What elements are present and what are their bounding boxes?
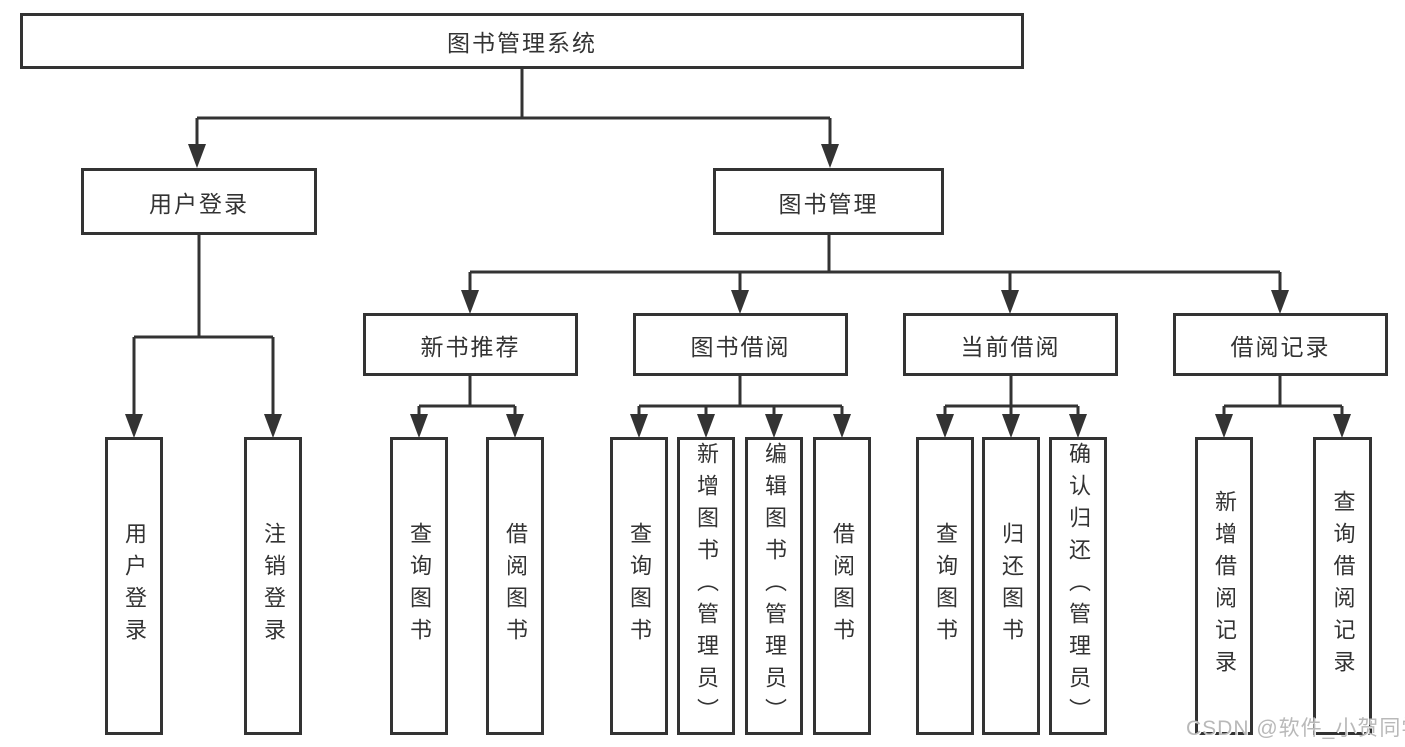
- node-leaf-bb-query-books: 查询图书: [610, 437, 668, 735]
- node-new-book-recommend: 新书推荐: [363, 313, 578, 376]
- node-leaf-br-query-record: 查询借阅记录: [1313, 437, 1372, 735]
- node-book-borrowing: 图书借阅: [633, 313, 848, 376]
- node-leaf-cb-query-books: 查询图书: [916, 437, 974, 735]
- node-borrowing-records: 借阅记录: [1173, 313, 1388, 376]
- node-book-management: 图书管理: [713, 168, 944, 235]
- node-library-management-system: 图书管理系统: [20, 13, 1024, 69]
- node-user-login: 用户登录: [81, 168, 317, 235]
- node-leaf-bb-add-books-admin: 新增图书（管理员）: [677, 437, 735, 735]
- node-leaf-cb-confirm-return-admin: 确认归还（管理员）: [1049, 437, 1107, 735]
- node-leaf-nbr-borrow-books: 借阅图书: [486, 437, 544, 735]
- node-leaf-bb-edit-books-admin: 编辑图书（管理员）: [745, 437, 803, 735]
- node-leaf-user-login: 用户登录: [105, 437, 163, 735]
- csdn-watermark: CSDN @软件_小贺同学: [1186, 717, 1405, 740]
- node-leaf-nbr-query-books: 查询图书: [390, 437, 448, 735]
- node-leaf-bb-borrow-books: 借阅图书: [813, 437, 871, 735]
- node-leaf-logout: 注销登录: [244, 437, 302, 735]
- node-leaf-br-add-record: 新增借阅记录: [1195, 437, 1253, 735]
- node-current-borrowing: 当前借阅: [903, 313, 1118, 376]
- node-leaf-cb-return-books: 归还图书: [982, 437, 1040, 735]
